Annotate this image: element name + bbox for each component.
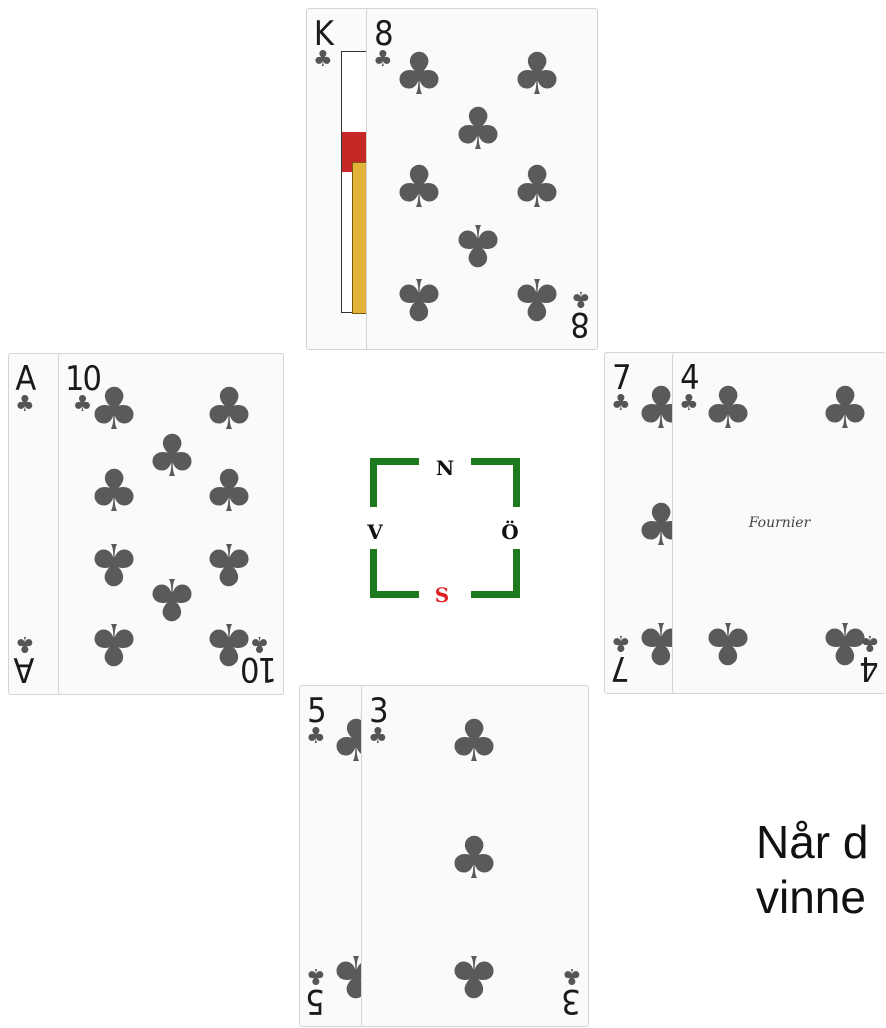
club-pip: ♣ bbox=[393, 45, 445, 103]
card-index-bottom: 5 ♣ bbox=[306, 964, 326, 1018]
card-index: 8 ♣ bbox=[373, 17, 393, 71]
club-pip: ♣ bbox=[203, 380, 255, 438]
compass-south-label: S bbox=[435, 583, 449, 607]
club-pip: ♣ bbox=[146, 427, 198, 485]
caption-line-1: Når d bbox=[756, 815, 886, 870]
card-index-bottom: 7 ♣ bbox=[611, 631, 631, 685]
club-pip: ♣ bbox=[393, 270, 445, 328]
card-west-front[interactable]: 10 ♣ ♣ ♣ ♣ ♣ ♣ ♣ ♣ ♣ ♣ ♣ 10 ♣ bbox=[58, 353, 284, 695]
club-pip: ♣ bbox=[146, 570, 198, 628]
club-pip: ♣ bbox=[452, 216, 504, 274]
club-pip: ♣ bbox=[452, 100, 504, 158]
card-index: K ♣ bbox=[313, 17, 333, 71]
card-index-bottom: 3 ♣ bbox=[562, 964, 582, 1018]
card-index-bottom: 10 ♣ bbox=[242, 632, 277, 686]
club-pip: ♣ bbox=[448, 712, 500, 770]
club-pip: ♣ bbox=[203, 462, 255, 520]
club-pip: ♣ bbox=[448, 829, 500, 887]
card-south-front[interactable]: 3 ♣ ♣ ♣ ♣ 3 ♣ bbox=[361, 685, 589, 1027]
club-pip: ♣ bbox=[203, 535, 255, 593]
compass-west-label: V bbox=[367, 520, 383, 544]
card-index-bottom: 4 ♣ bbox=[860, 631, 880, 685]
compass-frame-corner bbox=[370, 458, 419, 507]
card-index: 7 ♣ bbox=[611, 361, 631, 415]
club-pip: ♣ bbox=[88, 615, 140, 673]
club-pip: ♣ bbox=[511, 270, 563, 328]
card-index-bottom: 8 ♣ bbox=[571, 287, 591, 341]
club-pip: ♣ bbox=[88, 462, 140, 520]
card-index-bottom: A ♣ bbox=[15, 632, 35, 686]
card-index: 4 ♣ bbox=[679, 361, 699, 415]
club-pip: ♣ bbox=[88, 535, 140, 593]
compass-frame-corner bbox=[471, 549, 520, 598]
club-pip: ♣ bbox=[819, 379, 871, 437]
compass-indicator: N V Ö S bbox=[370, 458, 520, 598]
compass-east-label: Ö bbox=[501, 520, 518, 544]
card-north-front[interactable]: 8 ♣ ♣ ♣ ♣ ♣ ♣ ♣ ♣ ♣ 8 ♣ bbox=[366, 8, 598, 350]
compass-frame-corner bbox=[471, 458, 520, 507]
club-pip: ♣ bbox=[448, 947, 500, 1005]
club-pip: ♣ bbox=[511, 158, 563, 216]
caption-line-2: vinne bbox=[756, 870, 886, 925]
caption-text: Når d vinne bbox=[756, 815, 886, 925]
card-index: A ♣ bbox=[15, 362, 35, 416]
brand-logo: Fournier bbox=[749, 515, 811, 531]
compass-frame-corner bbox=[370, 549, 419, 598]
card-index: 3 ♣ bbox=[368, 694, 388, 748]
card-index: 5 ♣ bbox=[306, 694, 326, 748]
club-pip: ♣ bbox=[511, 45, 563, 103]
compass-north-label: N bbox=[436, 456, 454, 480]
club-pip: ♣ bbox=[393, 158, 445, 216]
club-pip: ♣ bbox=[88, 380, 140, 438]
card-east-front[interactable]: 4 ♣ ♣ ♣ Fournier ♣ ♣ 4 ♣ bbox=[672, 352, 886, 694]
club-pip: ♣ bbox=[702, 614, 754, 672]
club-pip: ♣ bbox=[702, 379, 754, 437]
